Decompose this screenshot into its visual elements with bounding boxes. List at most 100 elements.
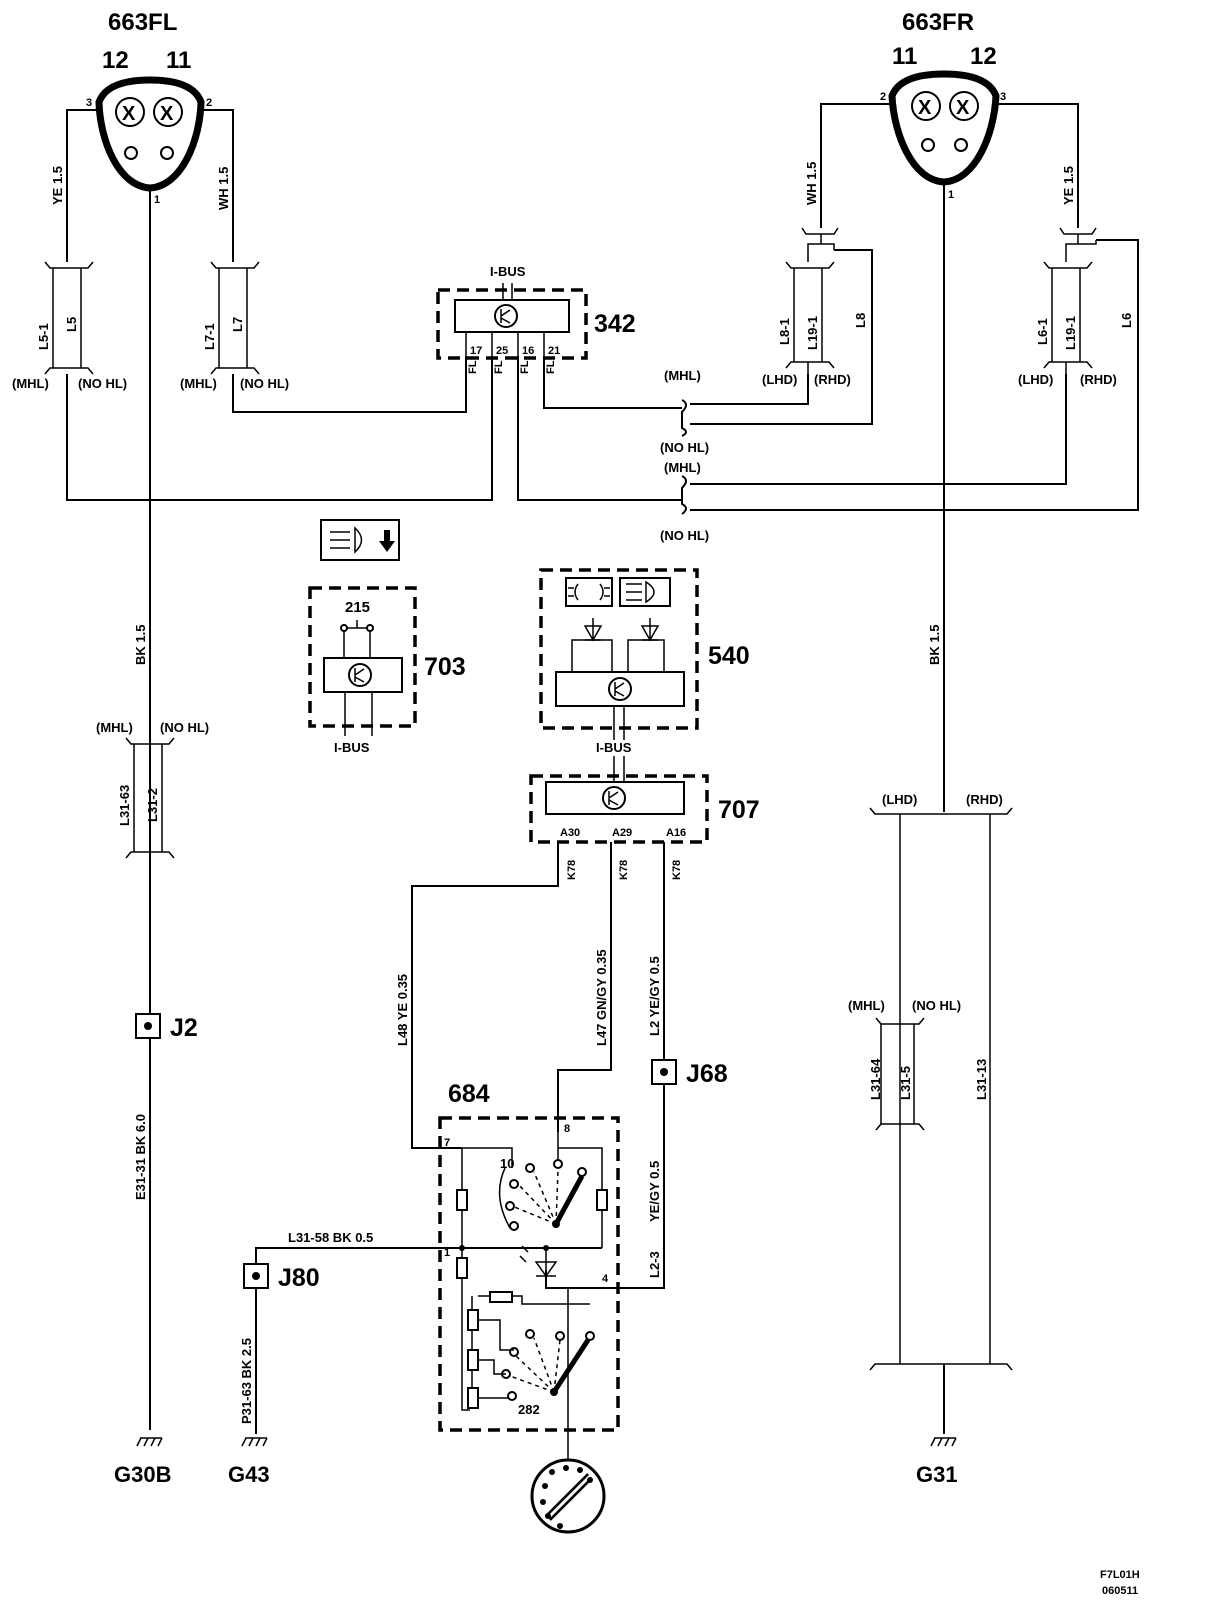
- headlamp-left-pin-a: 12: [102, 47, 129, 74]
- variant-mhl: (MHL): [848, 998, 885, 1013]
- wire-wh-left: [201, 109, 234, 262]
- variant-lhd: (LHD): [882, 792, 917, 807]
- pin-1: 1: [444, 1247, 450, 1259]
- svg-text:FL: FL: [519, 360, 531, 374]
- wire-label-p31-63: P31-63 BK 2.5: [239, 1338, 254, 1424]
- ground-label-g43: G43: [228, 1462, 270, 1487]
- wire-l31-58: [255, 1247, 602, 1264]
- variant-mhl: (MHL): [664, 368, 701, 383]
- switch-215: 215: [345, 599, 370, 616]
- wire-bus-to-l8-1: [690, 374, 809, 405]
- transistor-icon: [494, 304, 518, 328]
- pin-7: 7: [444, 1137, 450, 1149]
- pin-a29: A29: [612, 827, 632, 839]
- pin-25: 25: [496, 345, 508, 357]
- wire-label-bk: BK 1.5: [133, 625, 148, 665]
- wire-label-l2-3: L2-3: [647, 1251, 662, 1278]
- module-707-ref: 707: [718, 796, 760, 824]
- terminal-3: 3: [86, 97, 92, 109]
- wire-bus-to-l6: [690, 239, 1139, 511]
- switch-684: 684 7 8 10 1 4 282: [438, 1080, 620, 1460]
- svg-text:X: X: [918, 97, 932, 119]
- headlamp-left-pin-b: 11: [166, 47, 191, 74]
- headlamp-left-ref: 663FL: [108, 9, 177, 36]
- small-bulb-icon: [160, 146, 174, 160]
- variant-rhd: (RHD): [1080, 372, 1117, 387]
- wire-label-l31-64: L31-64: [868, 1058, 883, 1100]
- variant-mhl: (MHL): [664, 460, 701, 475]
- lamp-bulb-icon: [911, 91, 941, 121]
- ibus-label: I-BUS: [334, 740, 370, 755]
- ibus-label: I-BUS: [490, 264, 526, 279]
- wire-label-l47: L47 GN/GY 0.35: [594, 949, 609, 1046]
- pin-a16: A16: [666, 827, 686, 839]
- lamp-bulb-icon: [115, 97, 145, 127]
- wire-label-l31-2: L31-2: [145, 788, 160, 822]
- svg-text:X: X: [956, 97, 970, 119]
- svg-text:FL: FL: [545, 360, 557, 374]
- svg-text:K78: K78: [566, 860, 578, 880]
- rotary-knob-icon: [530, 1458, 606, 1534]
- variant-lhd: (LHD): [762, 372, 797, 387]
- wire-bus-to-l6-1: [690, 374, 1067, 485]
- svg-text:K78: K78: [671, 860, 683, 880]
- variant-mhl: (MHL): [12, 376, 49, 391]
- wire-label-l5-1: L5-1: [36, 323, 51, 350]
- transistor-icon: [348, 663, 372, 687]
- small-bulb-icon: [124, 146, 138, 160]
- variant-mhl: (MHL): [96, 720, 133, 735]
- wire-label-l6-1: L6-1: [1035, 318, 1050, 345]
- split-l7: L7-1 L7 (MHL) (NO HL): [180, 261, 289, 391]
- headlamp-left-housing: [95, 76, 205, 192]
- pot-282: 282: [518, 1402, 540, 1417]
- module-703-ref: 703: [424, 653, 466, 681]
- wire-wh-right: [820, 103, 892, 228]
- variant-no-hl: (NO HL): [660, 528, 709, 543]
- headlamp-right-housing: [888, 70, 1000, 186]
- wire-label-l5: L5: [64, 317, 79, 332]
- module-707: 707 A30 A29 A16 K78 K78 K78: [529, 756, 760, 880]
- pin-16: 16: [522, 345, 534, 357]
- headlamp-663fr: 663FR 11 12 X X 2 3 1: [880, 9, 1006, 201]
- headlamp-right-pin-b: 12: [970, 43, 997, 70]
- junction-label-j2: J2: [170, 1014, 198, 1042]
- wire-label-l31-13: L31-13: [974, 1059, 989, 1100]
- terminal-3: 3: [1000, 91, 1006, 103]
- switch-684-ref: 684: [448, 1080, 490, 1108]
- wire-label-l7-1: L7-1: [202, 323, 217, 350]
- module-540-ref: 540: [708, 642, 750, 670]
- small-bulb-icon: [921, 138, 935, 152]
- headlamp-663fl: 663FL 12 11 X X 3 2 1: [86, 9, 212, 206]
- pin-8: 8: [564, 1123, 570, 1135]
- fog-light-icon: [565, 577, 613, 607]
- wire-l7-to-342: [232, 356, 467, 413]
- wire-label-wh: WH 1.5: [804, 162, 819, 205]
- wire-label-l31-58: L31-58 BK 0.5: [288, 1230, 373, 1245]
- bus-hook: [681, 399, 687, 437]
- resistor: [456, 1189, 468, 1211]
- wire-label-ye-gy: YE/GY 0.5: [647, 1161, 662, 1222]
- variant-no-hl: (NO HL): [660, 440, 709, 455]
- svg-text:K78: K78: [618, 860, 630, 880]
- wire-label-l2: L2 YE/GY 0.5: [647, 956, 662, 1036]
- junction-label-j68: J68: [686, 1060, 728, 1088]
- pin-17: 17: [470, 345, 482, 357]
- headlamp-right-ref: 663FR: [902, 9, 974, 36]
- variant-lhd: (LHD): [1018, 372, 1053, 387]
- resistor: [456, 1257, 468, 1279]
- resistor: [467, 1387, 479, 1409]
- variant-no-hl: (NO HL): [160, 720, 209, 735]
- ibus-label: I-BUS: [596, 740, 632, 755]
- transistor-icon: [602, 786, 626, 810]
- ground-symbol: [136, 1437, 163, 1447]
- wire-ye-right: [996, 103, 1079, 228]
- transistor-icon: [608, 677, 632, 701]
- ground-label-g31: G31: [916, 1462, 958, 1487]
- resistor: [467, 1349, 479, 1371]
- wire-l48: [411, 842, 559, 1149]
- variant-rhd: (RHD): [814, 372, 851, 387]
- wire-21-to-bus: [543, 356, 682, 409]
- module-342: I-BUS 342 17 25 16 21 FL FL FL FL: [436, 264, 636, 374]
- pin-10: 10: [500, 1156, 514, 1171]
- wire-l47: [557, 842, 612, 1132]
